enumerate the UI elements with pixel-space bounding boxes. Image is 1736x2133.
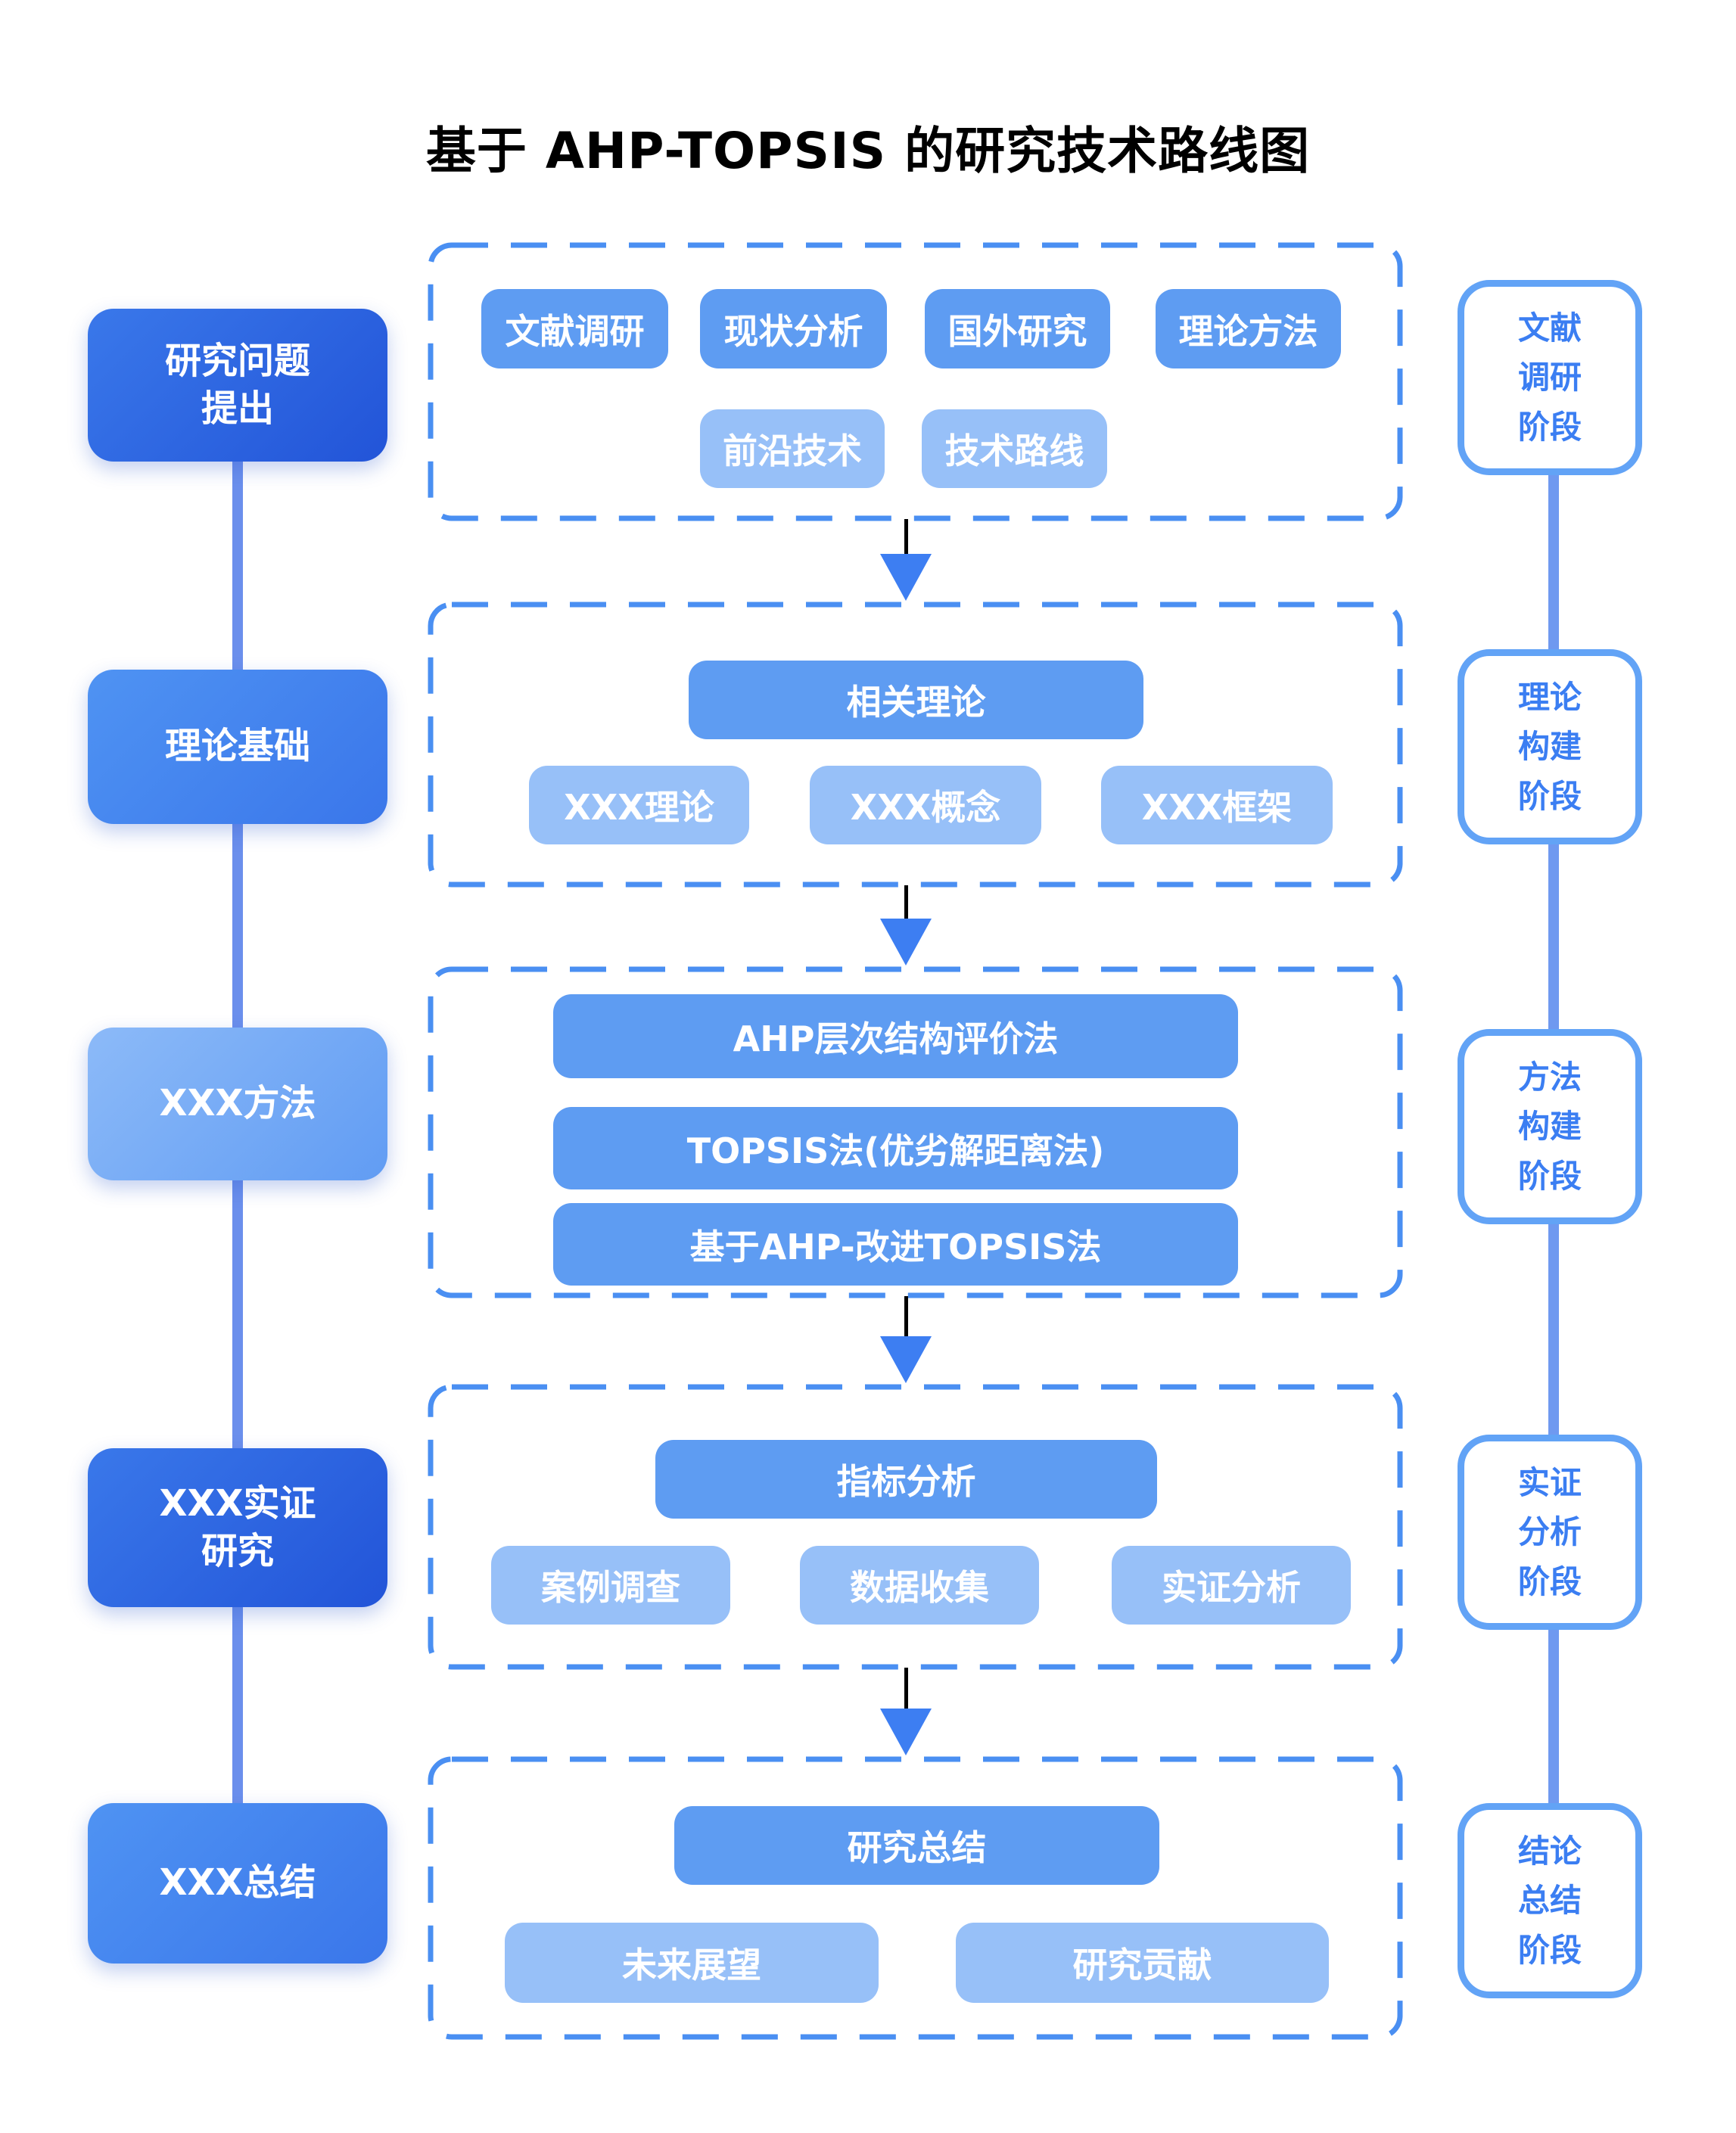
phase-box-research-question: 研究问题 提出 (88, 309, 387, 462)
phase-label-line: XXX总结 (159, 1861, 316, 1904)
phase-label-line: XXX实证 (159, 1482, 316, 1525)
phase-label-line: 理论基础 (164, 725, 310, 768)
phase-box-summary: XXX总结 (88, 1803, 387, 1964)
stage-tag-line: 分析 (1517, 1513, 1582, 1551)
page-title: 基于 AHP-TOPSIS 的研究技术路线图 (425, 122, 1311, 180)
phase-label-line: 研究问题 (164, 339, 310, 382)
down-arrow-icon (880, 1336, 932, 1383)
chip: AHP层次结构评价法 (553, 994, 1238, 1078)
dashed-border (428, 602, 1403, 888)
phase-box-empirical-study: XXX实证 研究 (88, 1448, 387, 1607)
chip: 技术路线 (922, 409, 1107, 488)
phase-label-line: XXX方法 (159, 1082, 316, 1125)
dashed-border (428, 242, 1403, 521)
stage-tag-line: 文献 (1517, 309, 1582, 347)
dashed-border (428, 966, 1403, 1298)
chip: 国外研究 (925, 289, 1110, 368)
dashed-border (428, 1384, 1403, 1670)
stage-tag-line: 调研 (1517, 359, 1582, 396)
down-arrow-icon (880, 919, 932, 965)
stage-tag-line: 方法 (1517, 1059, 1582, 1096)
chip: XXX框架 (1101, 766, 1333, 844)
stage-panel-literature: 文献调研 现状分析 国外研究 理论方法 前沿技术 技术路线 (427, 241, 1404, 522)
stage-tag-line: 实证 (1517, 1464, 1582, 1502)
stage-tag-line: 阶段 (1517, 777, 1582, 815)
arrow-stem (904, 885, 908, 925)
dashed-border (428, 1756, 1403, 2040)
stage-tag-line: 阶段 (1517, 408, 1582, 446)
stage-tag-line: 总结 (1517, 1882, 1582, 1920)
stage-tag-line: 阶段 (1517, 1562, 1582, 1600)
stage-tag-empirical: 实证 分析 阶段 (1458, 1435, 1642, 1630)
stage-panel-empirical: 指标分析 案例调查 数据收集 实证分析 (427, 1383, 1404, 1671)
stage-tag-line: 结论 (1517, 1833, 1582, 1870)
stage-tag-conclusion: 结论 总结 阶段 (1458, 1803, 1642, 1998)
phase-box-theory-basis: 理论基础 (88, 670, 387, 824)
stage-tag-line: 理论 (1517, 679, 1582, 717)
phase-label-line: 提出 (201, 387, 274, 430)
chip: TOPSIS法(优劣解距离法) (553, 1107, 1238, 1189)
stage-tag-line: 阶段 (1517, 1931, 1582, 1969)
chip: 案例调查 (491, 1546, 730, 1625)
chip: 理论方法 (1156, 289, 1341, 368)
chip: 相关理论 (689, 661, 1143, 739)
phase-box-method: XXX方法 (88, 1028, 387, 1180)
stage-panel-theory: 相关理论 XXX理论 XXX概念 XXX框架 (427, 601, 1404, 888)
stage-tag-line: 构建 (1517, 728, 1582, 766)
down-arrow-icon (880, 1709, 932, 1755)
chip: 文献调研 (481, 289, 668, 368)
stage-panel-conclusion: 研究总结 未来展望 研究贡献 (427, 1755, 1404, 2041)
chip: XXX理论 (529, 766, 749, 844)
stage-tag-theory: 理论 构建 阶段 (1458, 649, 1642, 844)
chip: 未来展望 (505, 1923, 879, 2003)
chip: 数据收集 (800, 1546, 1039, 1625)
chip: 基于AHP-改进TOPSIS法 (553, 1203, 1238, 1286)
chip: 研究贡献 (956, 1923, 1329, 2003)
arrow-stem (904, 1668, 908, 1710)
chip: 研究总结 (674, 1806, 1159, 1885)
chip: XXX概念 (810, 766, 1041, 844)
down-arrow-icon (880, 554, 932, 601)
chip: 实证分析 (1112, 1546, 1351, 1625)
arrow-stem (904, 519, 908, 558)
stage-panel-methodology: AHP层次结构评价法 TOPSIS法(优劣解距离法) 基于AHP-改进TOPSI… (427, 965, 1404, 1299)
stage-tag-line: 阶段 (1517, 1157, 1582, 1195)
arrow-stem (904, 1296, 908, 1339)
stage-tag-methodology: 方法 构建 阶段 (1458, 1029, 1642, 1224)
stage-tag-literature: 文献 调研 阶段 (1458, 280, 1642, 475)
chip: 前沿技术 (700, 409, 885, 488)
chip: 指标分析 (655, 1440, 1157, 1519)
stage-tag-line: 构建 (1517, 1108, 1582, 1146)
phase-label-line: 研究 (201, 1530, 274, 1572)
chip: 现状分析 (700, 289, 887, 368)
